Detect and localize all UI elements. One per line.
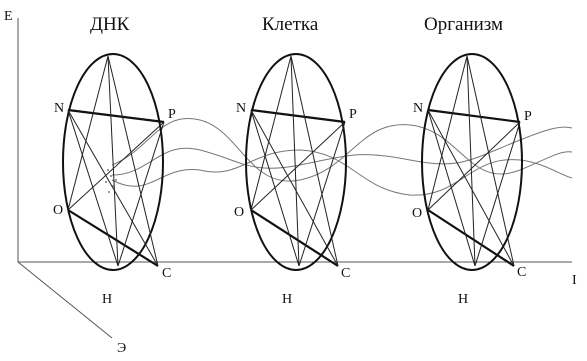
diagonal-axis: [17, 261, 113, 339]
unit-dna: ДНК N P O C H: [53, 14, 176, 307]
vertex-label-n: N: [54, 101, 64, 116]
edge-top-c: [290, 55, 339, 267]
vertex-label-c: C: [517, 265, 526, 280]
vertex-label-o: O: [412, 206, 422, 221]
vertex-label-o: O: [234, 205, 244, 220]
vertex-label-h: H: [102, 292, 112, 307]
dotted-marks: [105, 169, 117, 193]
edge-top-c: [107, 55, 159, 267]
edge-p-h: [474, 121, 521, 267]
waves: [111, 117, 573, 196]
unit-title-cell: Клетка: [262, 14, 319, 35]
edge-p-o: [427, 121, 521, 211]
unit-ellipse: [421, 53, 523, 271]
axes: E I Э: [4, 9, 577, 356]
edge-n-c: [67, 109, 159, 267]
vertex-label-n: N: [236, 101, 246, 116]
unit-ellipse: [245, 53, 347, 271]
axis-label-i: I: [572, 273, 577, 288]
edge-o-c: [250, 209, 339, 267]
edge-n-p: [67, 108, 165, 124]
vertex-label-p: P: [524, 109, 532, 124]
edge-n-c: [427, 109, 515, 267]
unit-cell: Клетка N P O C H: [234, 14, 357, 307]
vertex-label-n: N: [413, 101, 423, 116]
wave-upper: [111, 117, 573, 182]
vertex-label-h: H: [458, 292, 468, 307]
edge-top-o: [67, 55, 109, 211]
edge-top-o: [427, 55, 468, 211]
edge-p-o: [250, 121, 346, 211]
edge-top-bottom: [290, 55, 300, 267]
edge-o-c: [67, 209, 159, 267]
edge-n-c: [250, 109, 339, 267]
unit-organism: Организм N P O C H: [412, 14, 532, 307]
vertex-label-c: C: [162, 266, 171, 281]
wave-lower: [111, 149, 573, 196]
vertex-label-p: P: [168, 107, 176, 122]
edge-top-c: [466, 55, 515, 267]
edge-n-p: [427, 108, 521, 124]
edge-n-p: [250, 108, 346, 124]
axis-label-e: E: [4, 9, 13, 24]
axis-label-e-reversed: Э: [117, 341, 126, 356]
unit-ellipse: [62, 53, 164, 271]
edge-top-bottom: [107, 55, 119, 267]
wave-middle: [111, 126, 573, 176]
edge-p-h: [117, 121, 165, 267]
edge-top-bottom: [466, 55, 476, 267]
edge-p-h: [298, 121, 346, 267]
unit-title-dna: ДНК: [90, 14, 130, 35]
vertex-label-c: C: [341, 266, 350, 281]
edge-p-o: [67, 121, 165, 211]
edge-o-c: [427, 209, 515, 267]
vertex-label-h: H: [282, 292, 292, 307]
unit-title-organism: Организм: [424, 14, 503, 35]
edge-n-h: [67, 109, 119, 267]
edge-top-o: [250, 55, 292, 211]
vertex-label-o: O: [53, 203, 63, 218]
vertex-label-p: P: [349, 107, 357, 122]
